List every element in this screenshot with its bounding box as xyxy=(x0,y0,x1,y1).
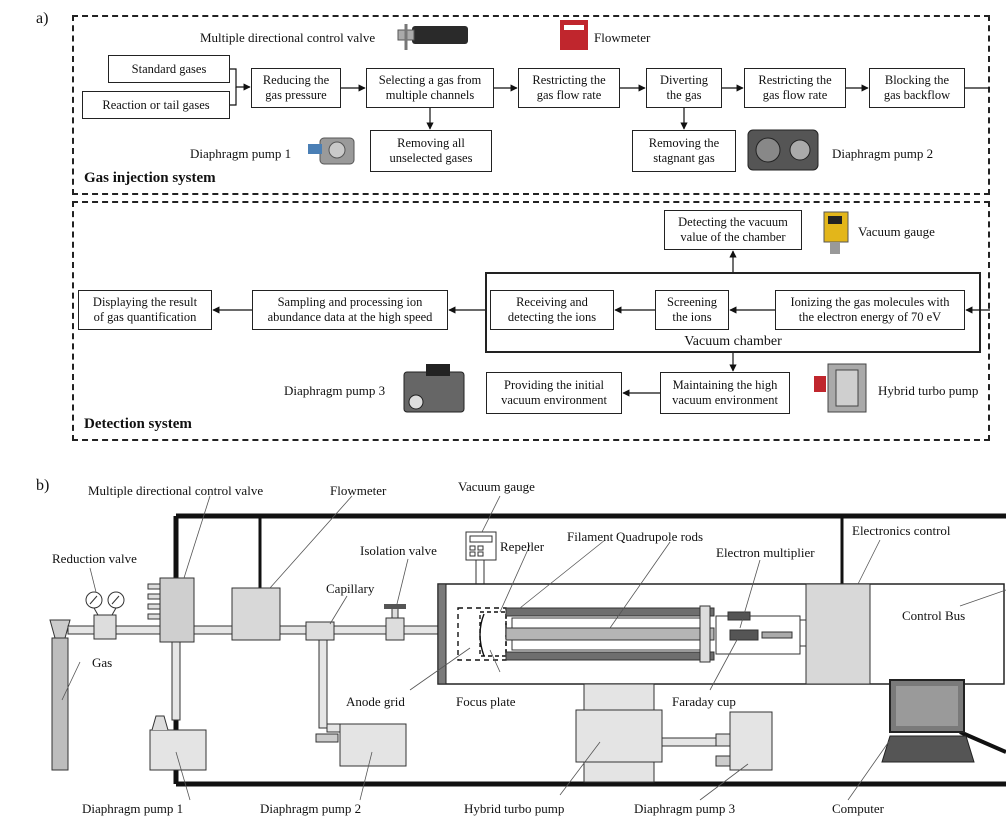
b-gas-cylinder xyxy=(52,638,68,770)
label-b-anode-grid: Anode grid xyxy=(346,694,405,709)
label-b-flowmeter: Flowmeter xyxy=(330,483,386,498)
b-pump3-device xyxy=(730,712,772,770)
label-b-isolation-valve: Isolation valve xyxy=(360,543,437,558)
panel-a-arrows xyxy=(213,69,990,393)
label-b-focus-plate: Focus plate xyxy=(456,694,516,709)
b-computer-device xyxy=(882,680,974,762)
label-b-gas: Gas xyxy=(92,655,112,670)
b-vacuum-gauge-device xyxy=(466,532,496,584)
a-flowmeter-device xyxy=(560,20,588,50)
a-mdcv-device xyxy=(398,24,468,50)
b-pump1-device xyxy=(150,730,206,770)
label-b-electronics-control: Electronics control xyxy=(852,523,951,538)
label-b-mdcv: Multiple directional control valve xyxy=(88,483,263,498)
label-b-quad-rods: Quadrupole rods xyxy=(616,529,703,544)
b-electronics-control-device xyxy=(806,584,870,684)
b-flowmeter-device xyxy=(232,588,280,640)
label-b-capillary: Capillary xyxy=(326,581,374,596)
b-pump2-device xyxy=(340,724,406,766)
a-pump2-device xyxy=(748,130,818,170)
label-b-pump1: Diaphragm pump 1 xyxy=(82,801,183,816)
label-b-vacuum-gauge: Vacuum gauge xyxy=(458,479,535,494)
label-b-electron-multiplier: Electron multiplier xyxy=(716,545,815,560)
b-detector xyxy=(716,612,806,654)
b-turbo-pump-device xyxy=(576,684,662,782)
a-turbo-device xyxy=(814,364,866,412)
label-b-faraday-cup: Faraday cup xyxy=(672,694,736,709)
label-b-filament: Filament xyxy=(567,529,613,544)
label-b-computer: Computer xyxy=(832,801,884,816)
label-b-pump2: Diaphragm pump 2 xyxy=(260,801,361,816)
a-vacuum-gauge-device xyxy=(824,212,848,254)
label-b-turbo: Hybrid turbo pump xyxy=(464,801,564,816)
b-capillary-tee xyxy=(306,622,334,640)
label-b-pump3: Diaphragm pump 3 xyxy=(634,801,735,816)
label-b-repeller: Repeller xyxy=(500,539,544,554)
label-b-control-bus: Control Bus xyxy=(902,608,965,623)
b-quadrupole xyxy=(506,606,714,662)
panel-b-letter: b) xyxy=(36,478,49,493)
a-pump3-device xyxy=(404,364,464,412)
label-b-reduction-valve: Reduction valve xyxy=(52,551,137,566)
b-isolation-valve xyxy=(384,604,406,640)
a-pump1-device xyxy=(308,138,354,164)
